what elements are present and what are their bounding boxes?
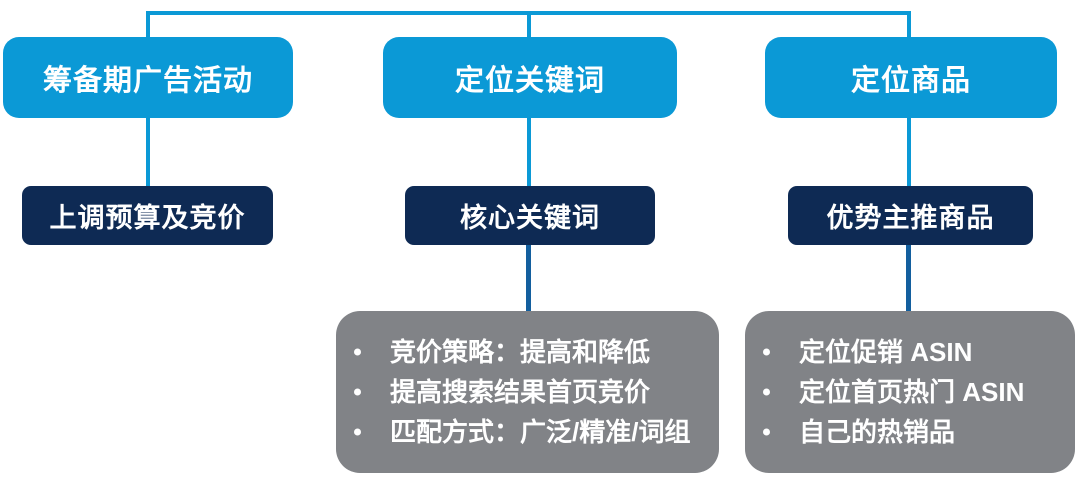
tactic-box-prep: 上调预算及竞价 xyxy=(22,186,273,245)
details-list-products: 定位促销 ASIN 定位首页热门 ASIN 自己的热销品 xyxy=(745,332,1075,452)
connector-dark-vertical-keywords xyxy=(526,245,531,311)
tactic-box-products: 优势主推商品 xyxy=(788,186,1033,245)
list-item: 提高搜索结果首页竞价 xyxy=(336,372,719,412)
list-item: 匹配方式：广泛/精准/词组 xyxy=(336,412,719,452)
list-item: 定位首页热门 ASIN xyxy=(745,372,1075,412)
list-item: 自己的热销品 xyxy=(745,412,1075,452)
stage-box-products: 定位商品 xyxy=(765,37,1057,118)
stage-box-keywords: 定位关键词 xyxy=(383,37,677,118)
details-box-keywords: 竞价策略：提高和降低 提高搜索结果首页竞价 匹配方式：广泛/精准/词组 xyxy=(336,311,719,473)
connector-dark-vertical-products xyxy=(906,245,911,311)
list-item: 竞价策略：提高和降低 xyxy=(336,332,719,372)
stage-box-prep: 筹备期广告活动 xyxy=(3,37,293,118)
list-item: 定位促销 ASIN xyxy=(745,332,1075,372)
tactic-box-keywords: 核心关键词 xyxy=(405,186,655,245)
details-list-keywords: 竞价策略：提高和降低 提高搜索结果首页竞价 匹配方式：广泛/精准/词组 xyxy=(336,332,719,452)
details-box-products: 定位促销 ASIN 定位首页热门 ASIN 自己的热销品 xyxy=(745,311,1075,473)
